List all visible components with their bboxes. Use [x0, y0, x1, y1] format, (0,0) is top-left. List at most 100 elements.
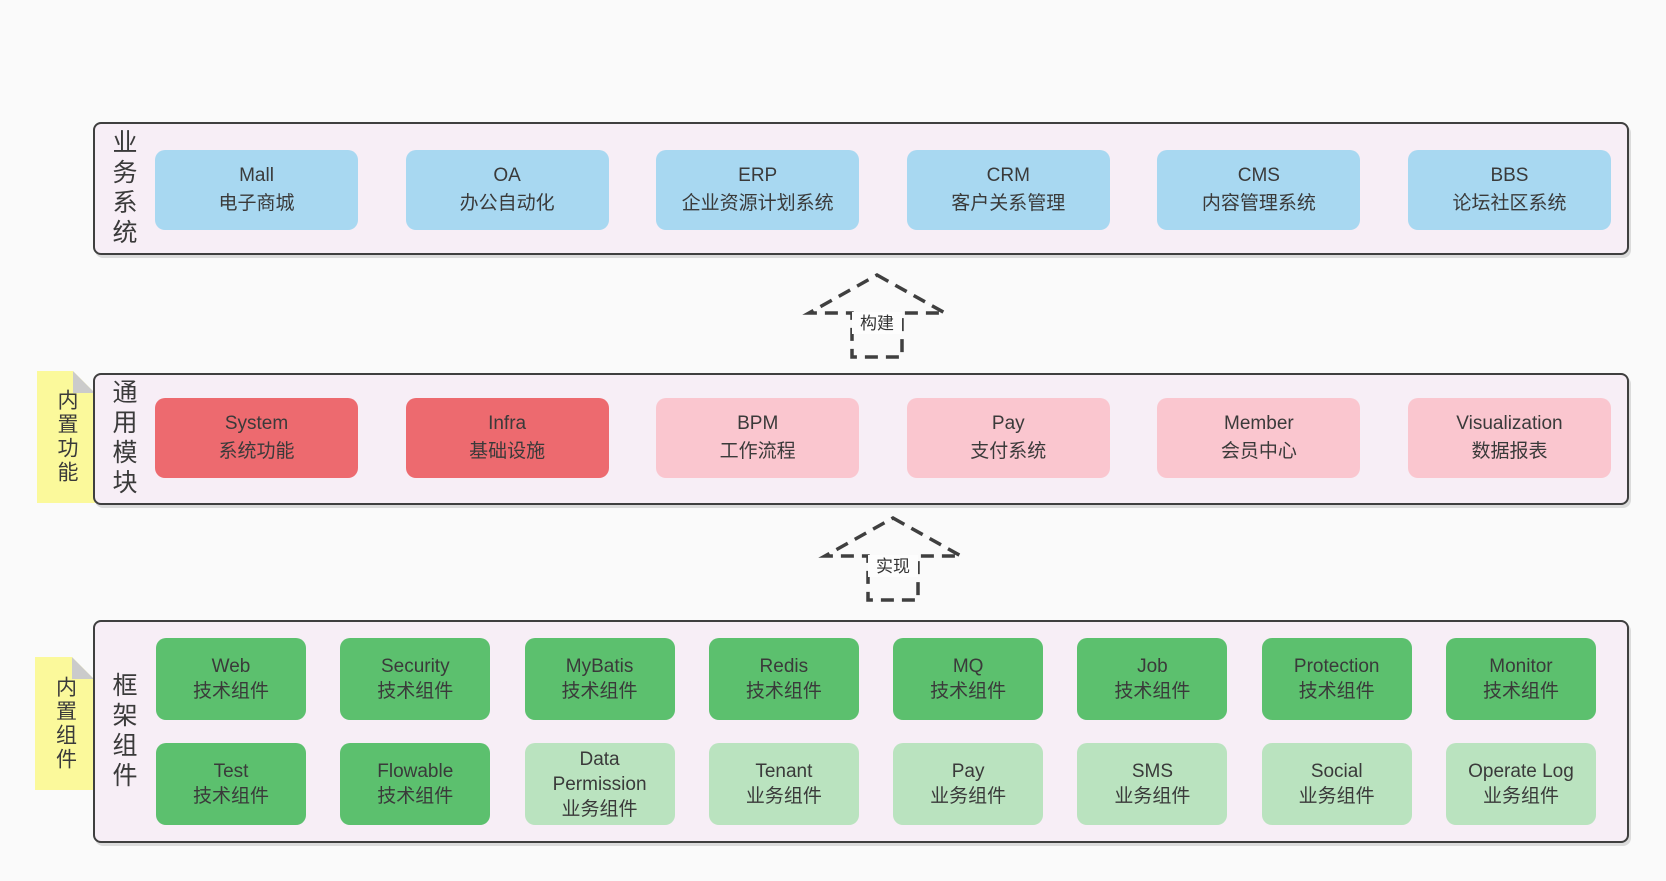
box-erp: ERP 企业资源计划系统	[656, 150, 860, 230]
box-title: ERP	[738, 165, 778, 186]
folded-corner-icon	[72, 657, 94, 679]
box-title: Test	[213, 761, 249, 782]
box-title: Visualization	[1456, 413, 1563, 434]
box-infra: Infra 基础设施	[405, 398, 609, 478]
box-row: System 系统功能 Infra 基础设施 BPM 工作流程 Pay 支付系统 Member 会…	[155, 398, 1611, 478]
box-test: Test 技术组件	[156, 743, 306, 825]
box-subtitle: 技术组件	[192, 786, 269, 807]
box-subtitle: 业务组件	[745, 786, 822, 807]
block-arrow-outline	[802, 272, 952, 359]
box-title: Redis	[759, 656, 809, 677]
box-title: Social	[1310, 761, 1363, 782]
box-title: Pay	[991, 413, 1025, 434]
box-subtitle: 技术组件	[377, 681, 454, 702]
box-operate-log: Operate Log 业务组件	[1445, 743, 1596, 825]
box-title: BBS	[1490, 165, 1529, 186]
box-subtitle: 业务组件	[561, 798, 638, 820]
box-pay: Pay 支付系统	[906, 398, 1110, 478]
box-title: System	[224, 413, 289, 434]
box-subtitle: 业务组件	[930, 786, 1007, 807]
box-subtitle: 系统功能	[218, 441, 295, 462]
box-title: Operate Log	[1468, 761, 1574, 782]
box-title: Infra	[488, 413, 527, 434]
box-title: CRM	[986, 165, 1030, 186]
box-subtitle: 技术组件	[1114, 681, 1191, 702]
box-title: Web	[211, 656, 251, 677]
box-crm: CRM 客户关系管理	[906, 150, 1110, 230]
box-subtitle: 业务组件	[1114, 786, 1191, 807]
box-subtitle: 技术组件	[745, 681, 822, 702]
sticky-note-label: 内置功能	[55, 389, 78, 485]
box-title: Monitor	[1489, 656, 1553, 677]
box-subtitle: 数据报表	[1471, 441, 1548, 462]
box-title: Security	[380, 656, 450, 677]
box-subtitle: 支付系统	[970, 441, 1047, 462]
box-subtitle: 工作流程	[719, 441, 796, 462]
box-security: Security 技术组件	[340, 638, 491, 720]
box-subtitle: 企业资源计划系统	[681, 193, 834, 214]
box-subtitle: 客户关系管理	[951, 193, 1066, 214]
sticky-note-built-in-features: 内置功能	[37, 371, 95, 503]
box-cms: CMS 内容管理系统	[1157, 150, 1361, 230]
box-title: CMS	[1237, 165, 1280, 186]
box-tenant: Tenant 业务组件	[708, 743, 859, 825]
box-mybatis: MyBatis 技术组件	[524, 638, 675, 720]
box-subtitle: 电子商城	[218, 193, 295, 214]
arrow-build-icon: 构建	[802, 272, 952, 359]
box-mall: Mall 电子商城	[155, 150, 358, 230]
box-web: Web 技术组件	[156, 638, 306, 720]
box-mq: MQ 技术组件	[893, 638, 1044, 720]
block-arrow-outline	[818, 515, 968, 602]
arrow-implement-icon: 实现	[818, 515, 968, 602]
box-subtitle: 论坛社区系统	[1452, 193, 1567, 214]
arrow-label-background	[868, 555, 918, 577]
box-title: Flowable	[377, 761, 454, 782]
box-subtitle: 技术组件	[561, 681, 638, 702]
box-title: Data Permission	[552, 748, 647, 795]
box-monitor: Monitor 技术组件	[1445, 638, 1596, 720]
band-label-common-modules: 通用模块	[109, 379, 137, 499]
box-title: SMS	[1131, 761, 1173, 782]
box-subtitle: 会员中心	[1220, 441, 1297, 462]
box-data-permission: Data Permission 业务组件	[524, 743, 675, 825]
box-bpm: BPM 工作流程	[656, 398, 860, 478]
band-label-framework-components: 框架组件	[109, 671, 137, 792]
box-system: System 系统功能	[155, 398, 358, 478]
box-subtitle: 技术组件	[930, 681, 1007, 702]
box-title: OA	[493, 165, 521, 186]
box-subtitle: 技术组件	[377, 786, 454, 807]
box-subtitle: 业务组件	[1298, 786, 1375, 807]
box-title: Pay	[951, 761, 985, 782]
box-title: Job	[1137, 656, 1168, 677]
box-title: Tenant	[755, 761, 813, 782]
box-redis: Redis 技术组件	[708, 638, 859, 720]
box-subtitle: 技术组件	[192, 681, 269, 702]
box-subtitle: 基础设施	[469, 441, 546, 462]
box-job: Job 技术组件	[1077, 638, 1228, 720]
folded-corner-icon	[73, 371, 95, 393]
box-title: Protection	[1293, 656, 1380, 677]
arrow-label-background	[852, 312, 902, 334]
box-title: BPM	[737, 413, 779, 434]
box-sms: SMS 业务组件	[1077, 743, 1228, 825]
box-title: Mall	[239, 165, 274, 186]
box-visualization: Visualization 数据报表	[1407, 398, 1611, 478]
box-subtitle: 业务组件	[1482, 786, 1559, 807]
box-social: Social 业务组件	[1261, 743, 1412, 825]
box-title: Member	[1224, 413, 1294, 434]
sticky-note-label: 内置组件	[53, 675, 77, 772]
box-subtitle: 内容管理系统	[1201, 193, 1316, 214]
box-title: MyBatis	[565, 656, 634, 677]
box-member: Member 会员中心	[1157, 398, 1361, 478]
box-subtitle: 技术组件	[1298, 681, 1375, 702]
box-subtitle: 技术组件	[1482, 681, 1559, 702]
box-title: MQ	[952, 656, 984, 677]
band-common-modules: 通用模块 System 系统功能 Infra 基础设施 BPM 工作流程 Pay 支付系统 Me…	[93, 373, 1629, 505]
box-protection: Protection 技术组件	[1261, 638, 1412, 720]
